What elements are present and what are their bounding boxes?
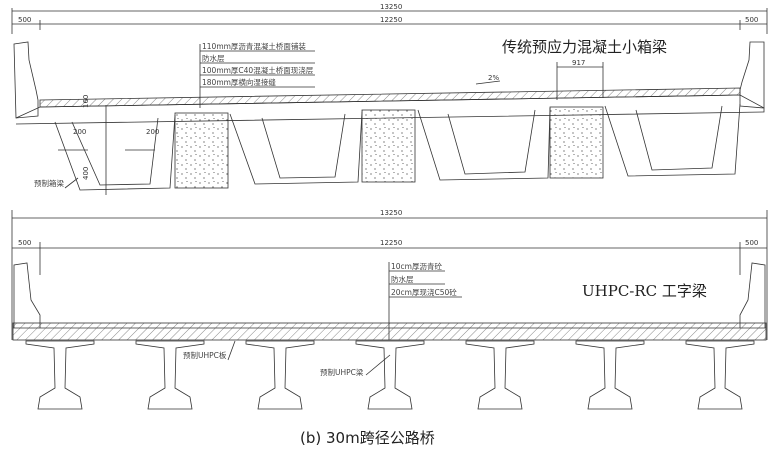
slab-label: 预制UHPC板 — [183, 350, 227, 360]
wet-joint-2 — [361, 109, 416, 183]
bottom-dim-inner: 12250 — [380, 239, 402, 247]
slope-label: 2% — [488, 74, 499, 82]
top-layer-4: 180mm厚横向湿接缝 — [202, 77, 276, 87]
web-dim-left: 200 — [73, 128, 86, 136]
bottom-layer-1: 10cm厚沥青砼 — [391, 261, 442, 271]
box-girders — [54, 103, 741, 191]
joint-dim: 917 — [572, 59, 585, 67]
i-girder — [465, 340, 535, 410]
wet-joint-1 — [174, 112, 229, 189]
bottom-dim-total: 13250 — [380, 209, 402, 217]
top-deck-pavement — [39, 87, 741, 108]
top-dim-inner: 12250 — [380, 16, 402, 24]
girder-label: 预制箱梁 — [34, 178, 64, 188]
top-layer-2: 防水层 — [202, 53, 225, 63]
top-deck-slab — [15, 94, 765, 125]
bottom-layer-3: 20cm厚现浇C50砼 — [391, 287, 457, 297]
i-girder — [355, 340, 425, 410]
i-girder — [135, 340, 205, 410]
top-layer-3: 100mm厚C40混凝土桥面现浇层 — [202, 65, 314, 75]
top-dim-total: 13250 — [380, 3, 402, 11]
figure-caption: (b) 30m跨径公路桥 — [300, 429, 435, 447]
i-girder — [575, 340, 645, 410]
top-title: 传统预应力混凝土小箱梁 — [502, 38, 667, 56]
left-barrier — [13, 41, 39, 119]
bottom-dim-left: 500 — [18, 239, 31, 247]
bottom-section: 13250 12250 500 500 10cm厚沥青砼 防水层 20cm厚现浇… — [11, 209, 768, 410]
wet-joint-3 — [549, 106, 604, 179]
height-dim: 160 — [82, 95, 90, 108]
bottom-title: UHPC-RC 工字梁 — [582, 282, 707, 300]
top-dim-right: 500 — [745, 16, 758, 24]
bottom-deck — [12, 322, 767, 341]
left-barrier-b — [13, 262, 41, 328]
i-girder — [245, 340, 315, 410]
i-girders — [25, 340, 755, 410]
top-dim-left: 500 — [18, 16, 31, 24]
web-dim-right: 200 — [146, 128, 159, 136]
top-section: 13250 12250 500 500 110mm厚沥青混凝土桥面铺装 防水层 … — [11, 3, 768, 195]
right-barrier — [739, 41, 765, 109]
bottom-layer-2: 防水层 — [391, 274, 414, 284]
depth-dim: 400 — [82, 167, 90, 180]
i-girder — [685, 340, 755, 410]
top-layer-1: 110mm厚沥青混凝土桥面铺装 — [202, 41, 306, 51]
right-barrier-b — [739, 262, 766, 328]
bottom-dim-right: 500 — [745, 239, 758, 247]
ugirder-label: 预制UHPC梁 — [320, 367, 364, 377]
i-girder — [25, 340, 95, 410]
